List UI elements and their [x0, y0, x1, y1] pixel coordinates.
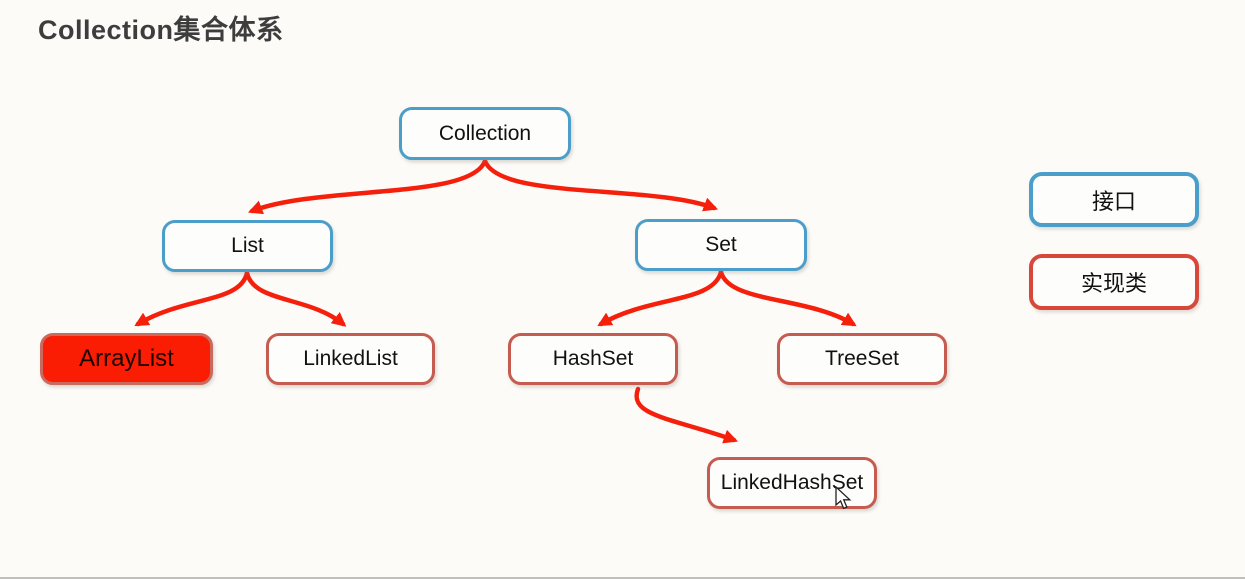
node-collection: Collection: [399, 107, 571, 160]
node-hashset: HashSet: [508, 333, 678, 385]
legend-implementation-label: 实现类: [1080, 271, 1147, 296]
node-linkedhashset: LinkedHashSet: [707, 457, 877, 509]
node-arraylist: ArrayList: [40, 333, 213, 385]
edge-list-arraylist: [134, 270, 250, 327]
edge-set-treeset: [718, 269, 857, 327]
legend-interface-label: 接口: [1091, 188, 1136, 214]
frame-bottom-edge: [0, 577, 1245, 579]
node-arraylist-label: ArrayList: [79, 345, 174, 372]
node-linkedhashset-label: LinkedHashSet: [720, 471, 864, 494]
node-set-label: Set: [705, 233, 737, 256]
edge-set-hashset: [597, 269, 724, 327]
node-collection-label: Collection: [438, 121, 532, 145]
node-linkedlist-label: LinkedList: [303, 347, 398, 370]
node-list: List: [162, 220, 333, 272]
edge-collection-set: [482, 158, 719, 212]
edge-list-linkedlist: [244, 270, 347, 327]
node-list-label: List: [231, 234, 264, 257]
node-linkedlist: LinkedList: [266, 333, 435, 385]
legend-interface: 接口: [1029, 172, 1199, 227]
node-hashset-label: HashSet: [552, 347, 634, 370]
edge-hashset-linkedhashset: [634, 386, 739, 444]
node-treeset-label: TreeSet: [825, 347, 899, 370]
node-treeset: TreeSet: [777, 333, 947, 385]
legend-implementation: 实现类: [1029, 254, 1199, 310]
page-title: Collection集合体系: [38, 15, 284, 45]
edge-collection-list: [247, 158, 488, 215]
node-set: Set: [635, 219, 807, 271]
